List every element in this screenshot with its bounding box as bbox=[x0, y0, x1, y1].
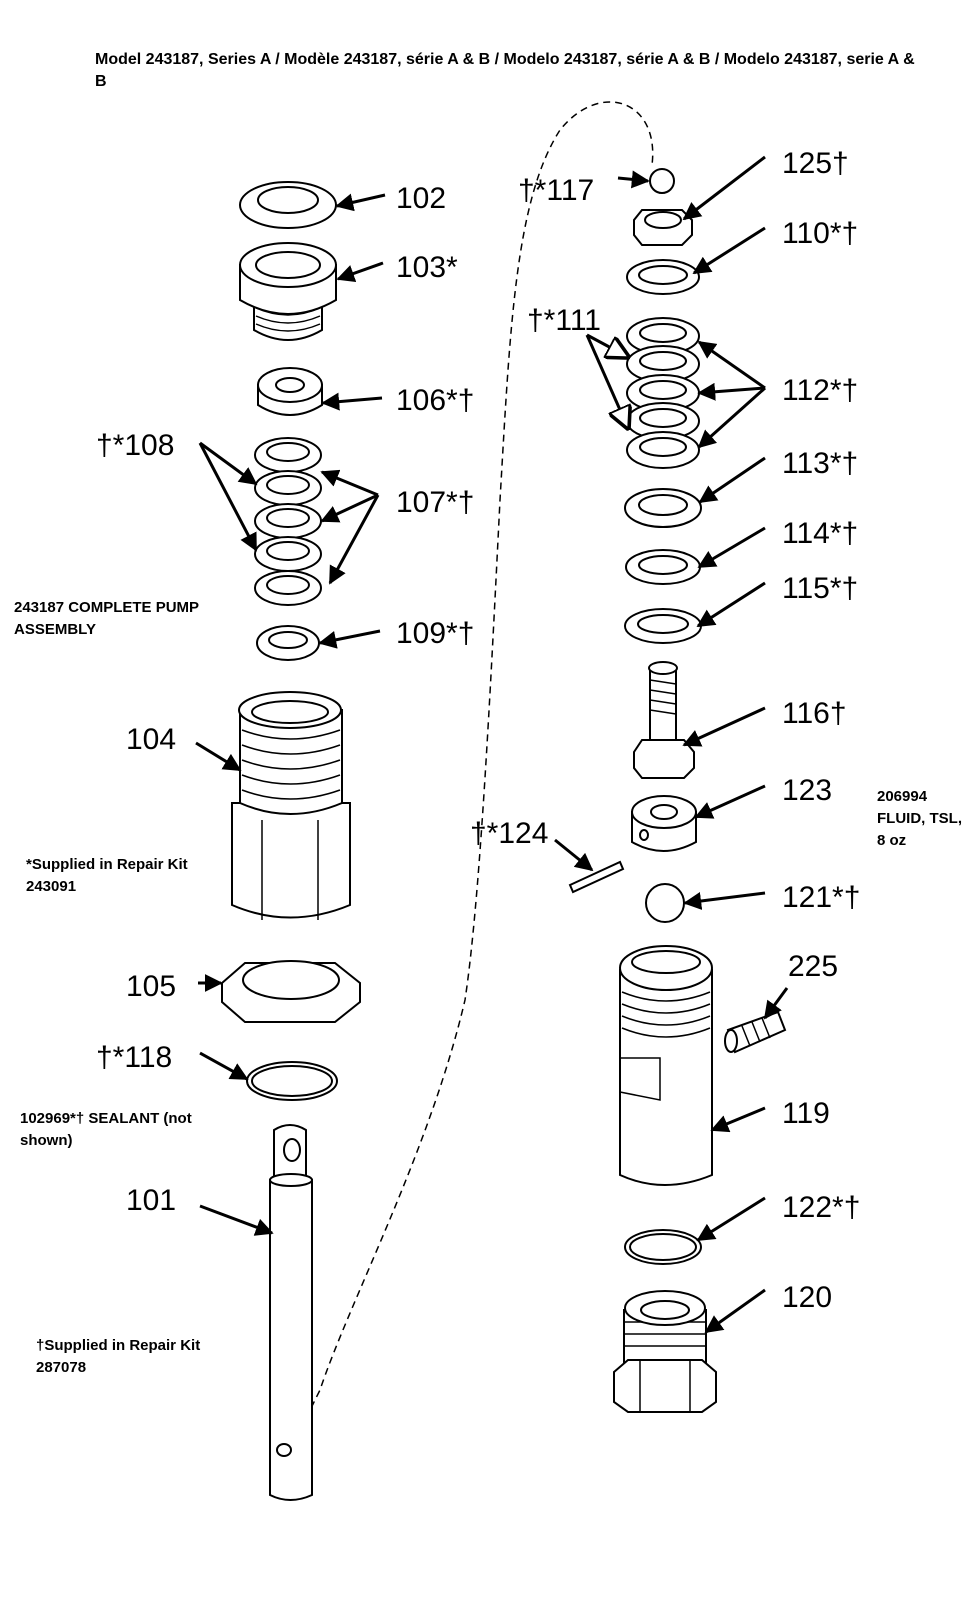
part-121-ball bbox=[645, 883, 685, 923]
leader-arrows bbox=[195, 155, 789, 1334]
callout-124: †*124 bbox=[470, 817, 548, 850]
note-fluid: 206994 FLUID, TSL, 8 oz bbox=[877, 788, 962, 849]
callout-120: 120 bbox=[782, 1281, 832, 1314]
callout-110: 110*† bbox=[782, 217, 858, 250]
part-124-pin bbox=[568, 860, 625, 894]
part-123-ball-guide bbox=[631, 795, 697, 852]
diagram-header: Model 243187, Series A / Modèle 243187, … bbox=[95, 51, 915, 90]
part-114-washer bbox=[625, 549, 701, 585]
note-repair-kit-star: *Supplied in Repair Kit 243091 bbox=[26, 856, 188, 895]
part-115-washer bbox=[624, 608, 702, 644]
callout-103: 103* bbox=[396, 251, 458, 284]
callout-101: 101 bbox=[126, 1184, 176, 1217]
callout-123: 123 bbox=[782, 774, 832, 807]
callout-225: 225 bbox=[788, 950, 838, 983]
note-sealant: 102969*† SEALANT (not shown) bbox=[20, 1110, 192, 1149]
part-125-nut bbox=[633, 209, 693, 246]
note-repair-kit-dagger: †Supplied in Repair Kit 287078 bbox=[36, 1337, 201, 1376]
callout-117: †*117 bbox=[518, 174, 594, 207]
callout-106: 106*† bbox=[396, 384, 474, 417]
part-106-gland bbox=[257, 367, 323, 416]
callout-112: 112*† bbox=[782, 374, 858, 407]
part-105-jam-nut bbox=[221, 960, 361, 1023]
part-118-o-ring bbox=[246, 1061, 338, 1101]
part-113-gland bbox=[624, 488, 702, 528]
part-225-fitting bbox=[724, 1010, 787, 1054]
part-103-packing-nut bbox=[239, 242, 337, 341]
note-complete-pump-assembly: 243187 COMPLETE PUMP ASSEMBLY bbox=[14, 599, 199, 638]
assembly-path-dashed-line bbox=[291, 101, 654, 1501]
callout-115: 115*† bbox=[782, 572, 858, 605]
callout-108: †*108 bbox=[96, 429, 174, 462]
part-109-male-gland bbox=[256, 625, 320, 661]
callout-116: 116† bbox=[782, 697, 847, 730]
part-111-112-packing-stack bbox=[626, 317, 700, 469]
callout-125: 125† bbox=[782, 147, 849, 180]
part-104-cylinder bbox=[231, 691, 351, 920]
part-120-foot-valve bbox=[613, 1290, 717, 1413]
part-110-washer bbox=[626, 259, 700, 295]
part-107-108-packing-stack bbox=[254, 437, 322, 606]
part-117-ball bbox=[649, 168, 675, 194]
callout-102: 102 bbox=[396, 182, 446, 215]
callout-118: †*118 bbox=[96, 1041, 172, 1074]
callout-113: 113*† bbox=[782, 447, 858, 480]
part-122-o-ring bbox=[624, 1229, 702, 1265]
part-102-washer bbox=[239, 181, 337, 229]
callout-111: †*111 bbox=[527, 304, 601, 337]
callout-109: 109*† bbox=[396, 617, 474, 650]
part-116-piston-valve bbox=[633, 661, 695, 779]
part-101-displacement-rod bbox=[269, 1124, 313, 1501]
callout-105: 105 bbox=[126, 970, 176, 1003]
callout-121: 121*† bbox=[782, 881, 860, 914]
callout-119: 119 bbox=[782, 1097, 830, 1130]
callout-107: 107*† bbox=[396, 486, 474, 519]
callout-104: 104 bbox=[126, 723, 176, 756]
callout-122: 122*† bbox=[782, 1191, 860, 1224]
part-119-intake-housing bbox=[619, 945, 713, 1186]
callout-114: 114*† bbox=[782, 517, 858, 550]
